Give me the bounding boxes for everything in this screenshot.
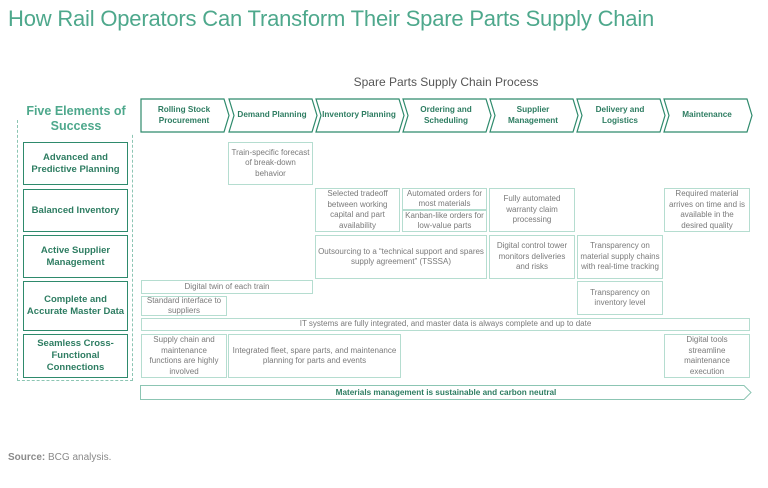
page-title: How Rail Operators Can Transform Their S… bbox=[8, 6, 655, 31]
cell-kanban-orders: Kanban-like orders for low-value parts bbox=[402, 210, 487, 232]
chevron-shape bbox=[228, 98, 318, 133]
process-step-label: Inventory Planning bbox=[322, 110, 396, 120]
process-step-delivery: Delivery and Logistics bbox=[576, 98, 666, 133]
chevron-shape bbox=[402, 98, 492, 133]
cell-supply-chain-involved: Supply chain and maintenance functions a… bbox=[141, 334, 227, 378]
cell-digital-twin: Digital twin of each train bbox=[141, 280, 313, 294]
cell-train-forecast: Train-specific forecast of break-down be… bbox=[228, 142, 313, 185]
cell-transparency-supply: Transparency on material supply chains w… bbox=[577, 235, 663, 279]
process-step-label: Ordering and Scheduling bbox=[420, 105, 472, 125]
elements-title-text: Five Elements of Success bbox=[26, 104, 126, 133]
element-balanced-inventory: Balanced Inventory bbox=[23, 189, 128, 232]
element-master-data: Complete and Accurate Master Data bbox=[23, 281, 128, 331]
chevron-shape bbox=[489, 98, 579, 133]
process-step-ordering: Ordering and Scheduling bbox=[402, 98, 492, 133]
banner-arrow-shape bbox=[140, 385, 752, 400]
cell-it-systems: IT systems are fully integrated, and mas… bbox=[141, 318, 750, 331]
cell-standard-interface: Standard interface to suppliers bbox=[141, 296, 227, 316]
elements-title: Five Elements of Success bbox=[18, 104, 134, 134]
cell-automated-orders: Automated orders for most materials bbox=[402, 188, 487, 210]
cell-control-tower: Digital control tower monitors deliverie… bbox=[489, 235, 575, 279]
source-note: Source: BCG analysis. bbox=[8, 452, 111, 463]
cell-required-material: Required material arrives on time and is… bbox=[664, 188, 750, 232]
process-step-inventory: Inventory Planning bbox=[315, 98, 405, 133]
element-advanced-planning: Advanced and Predictive Planning bbox=[23, 142, 128, 185]
chevron-shape bbox=[663, 98, 753, 133]
source-text: BCG analysis. bbox=[45, 452, 112, 463]
process-title: Spare Parts Supply Chain Process bbox=[353, 75, 539, 89]
process-step-supplier: Supplier Management bbox=[489, 98, 579, 133]
banner-text: Materials management is sustainable and … bbox=[335, 388, 557, 397]
process-step-label: Maintenance bbox=[682, 110, 732, 120]
process-step-label: Demand Planning bbox=[237, 110, 307, 120]
chevron-shape bbox=[576, 98, 666, 133]
cell-selected-tradeoff: Selected tradeoff between working capita… bbox=[315, 188, 400, 232]
process-step-label: Delivery and Logistics bbox=[595, 105, 645, 125]
cell-integrated-planning: Integrated fleet, spare parts, and maint… bbox=[228, 334, 401, 378]
element-active-supplier: Active Supplier Management bbox=[23, 235, 128, 278]
process-step-label: Supplier Management bbox=[507, 105, 559, 125]
cell-warranty-claim: Fully automated warranty claim processin… bbox=[489, 188, 575, 232]
sustainability-banner: Materials management is sustainable and … bbox=[140, 385, 752, 400]
cell-outsourcing: Outsourcing to a “technical support and … bbox=[315, 235, 487, 279]
process-step-rolling-stock: Rolling Stock Procurement bbox=[140, 98, 230, 133]
cell-digital-tools: Digital tools streamline maintenance exe… bbox=[664, 334, 750, 378]
process-step-maintenance: Maintenance bbox=[663, 98, 753, 133]
cell-transparency-inventory: Transparency on inventory level bbox=[577, 281, 663, 315]
chevron-shape bbox=[140, 98, 230, 133]
chevron-shape bbox=[315, 98, 405, 133]
process-step-demand: Demand Planning bbox=[228, 98, 318, 133]
source-label: Source: bbox=[8, 452, 46, 463]
element-cross-functional: Seamless Cross-Functional Connections bbox=[23, 334, 128, 378]
process-step-label: Rolling Stock Procurement bbox=[157, 105, 211, 125]
